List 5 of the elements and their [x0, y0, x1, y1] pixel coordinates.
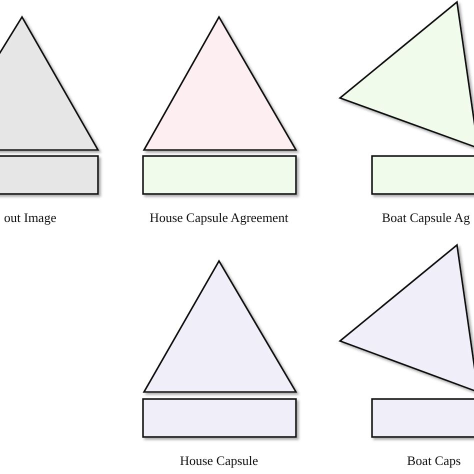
caption: House Capsule — [180, 453, 258, 469]
caption: House Capsule Agreement — [150, 210, 288, 226]
caption: Boat Caps — [407, 453, 461, 469]
caption: out Image — [4, 210, 56, 226]
caption: Boat Capsule Ag — [382, 210, 470, 226]
